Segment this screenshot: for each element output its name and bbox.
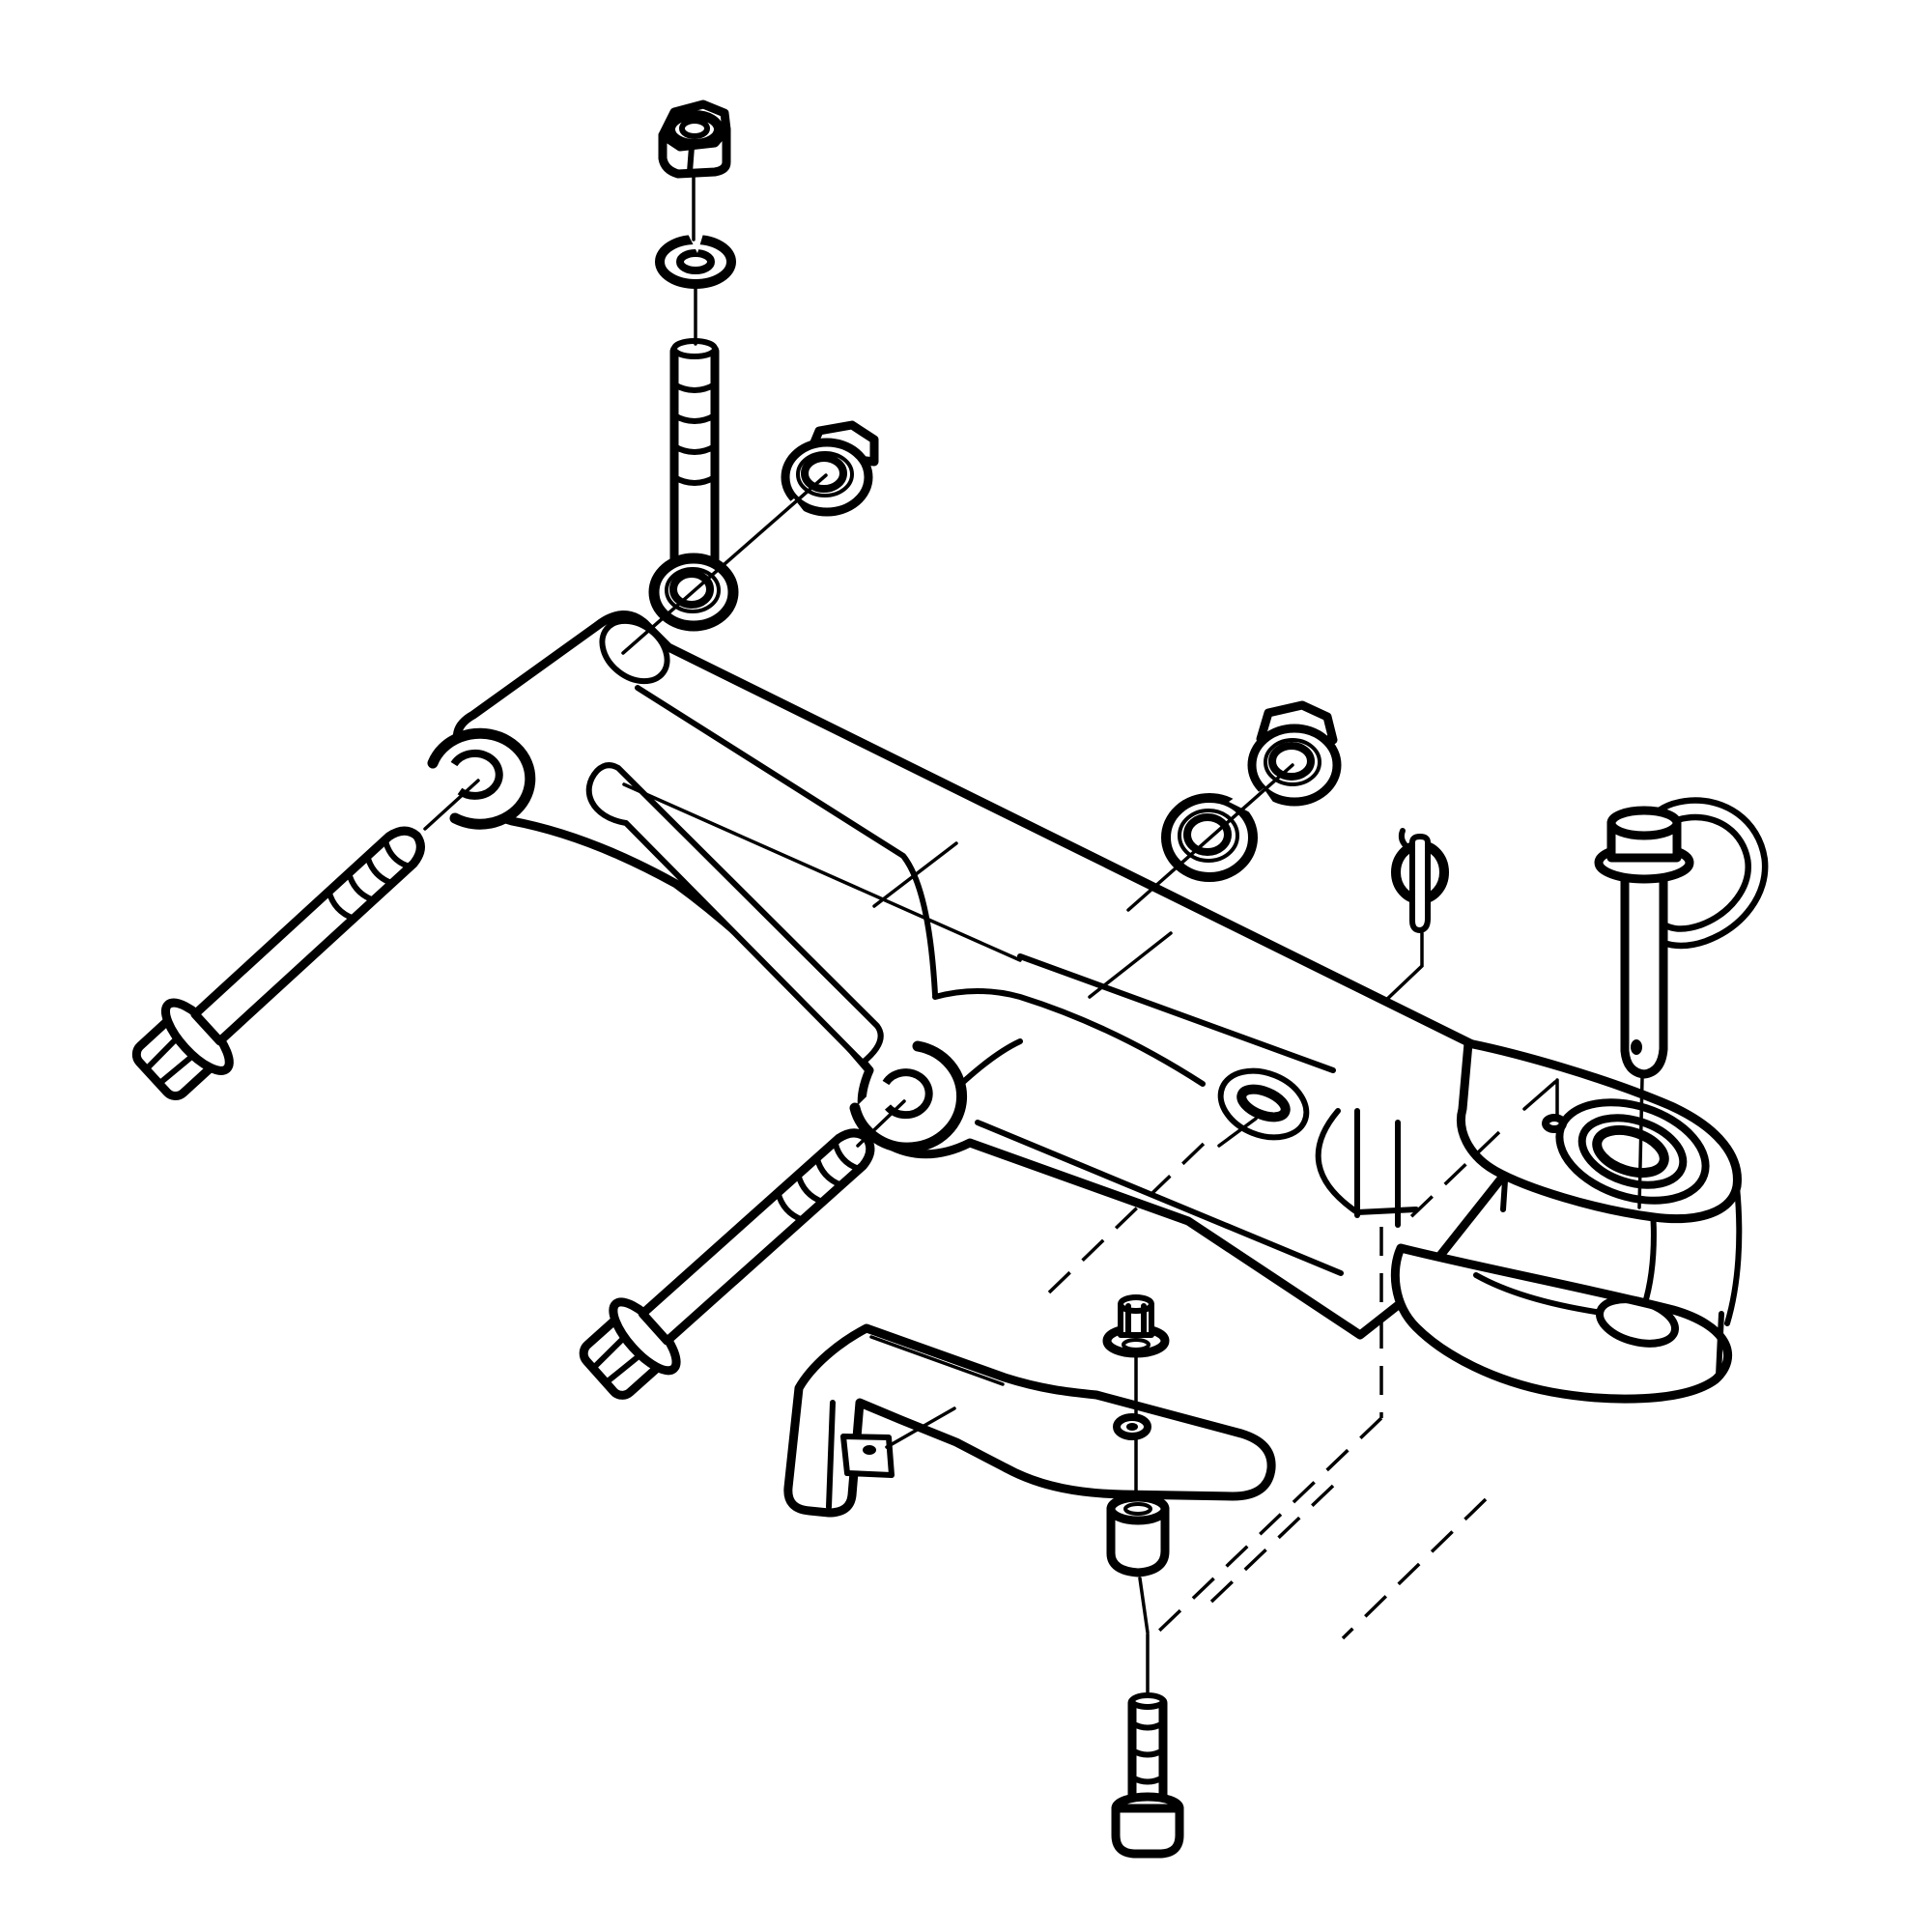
clevis-end: [1390, 1038, 1743, 1404]
spacer-bushing: [1106, 1492, 1170, 1577]
hex-bolt-left-upper: [131, 826, 425, 1101]
clevis-small-hole: [1542, 1114, 1567, 1133]
bracket-plate-hole: [1113, 1413, 1151, 1440]
cotter-pin: [1391, 828, 1449, 933]
hex-bolt-left-lower: [579, 1128, 875, 1400]
frame-slotted-boss: [1217, 1067, 1310, 1141]
frame-slot: [585, 762, 884, 1065]
hitch-pin: [1594, 797, 1769, 1079]
flange-nut-upper: [777, 420, 879, 517]
bracket-tab-hole: [863, 1445, 876, 1455]
main-frame: [427, 611, 1514, 1340]
clevis-lower-jaw: [1390, 1243, 1733, 1404]
washer-top: [655, 234, 736, 289]
hidden-projection-lines: [1047, 1130, 1501, 1640]
bolt-bottom: [1111, 1692, 1184, 1859]
flange-nut-small: [1102, 1294, 1170, 1358]
retainer-bracket: [783, 1323, 1276, 1518]
hitch-pin-shaft: [1620, 863, 1668, 1079]
bracket-tab: [840, 1434, 895, 1478]
axis-lines: [423, 174, 1644, 1698]
hex-nut-top: [658, 99, 731, 179]
bolt-top: [669, 338, 720, 575]
clevis-upper-plate: [1457, 1038, 1742, 1224]
